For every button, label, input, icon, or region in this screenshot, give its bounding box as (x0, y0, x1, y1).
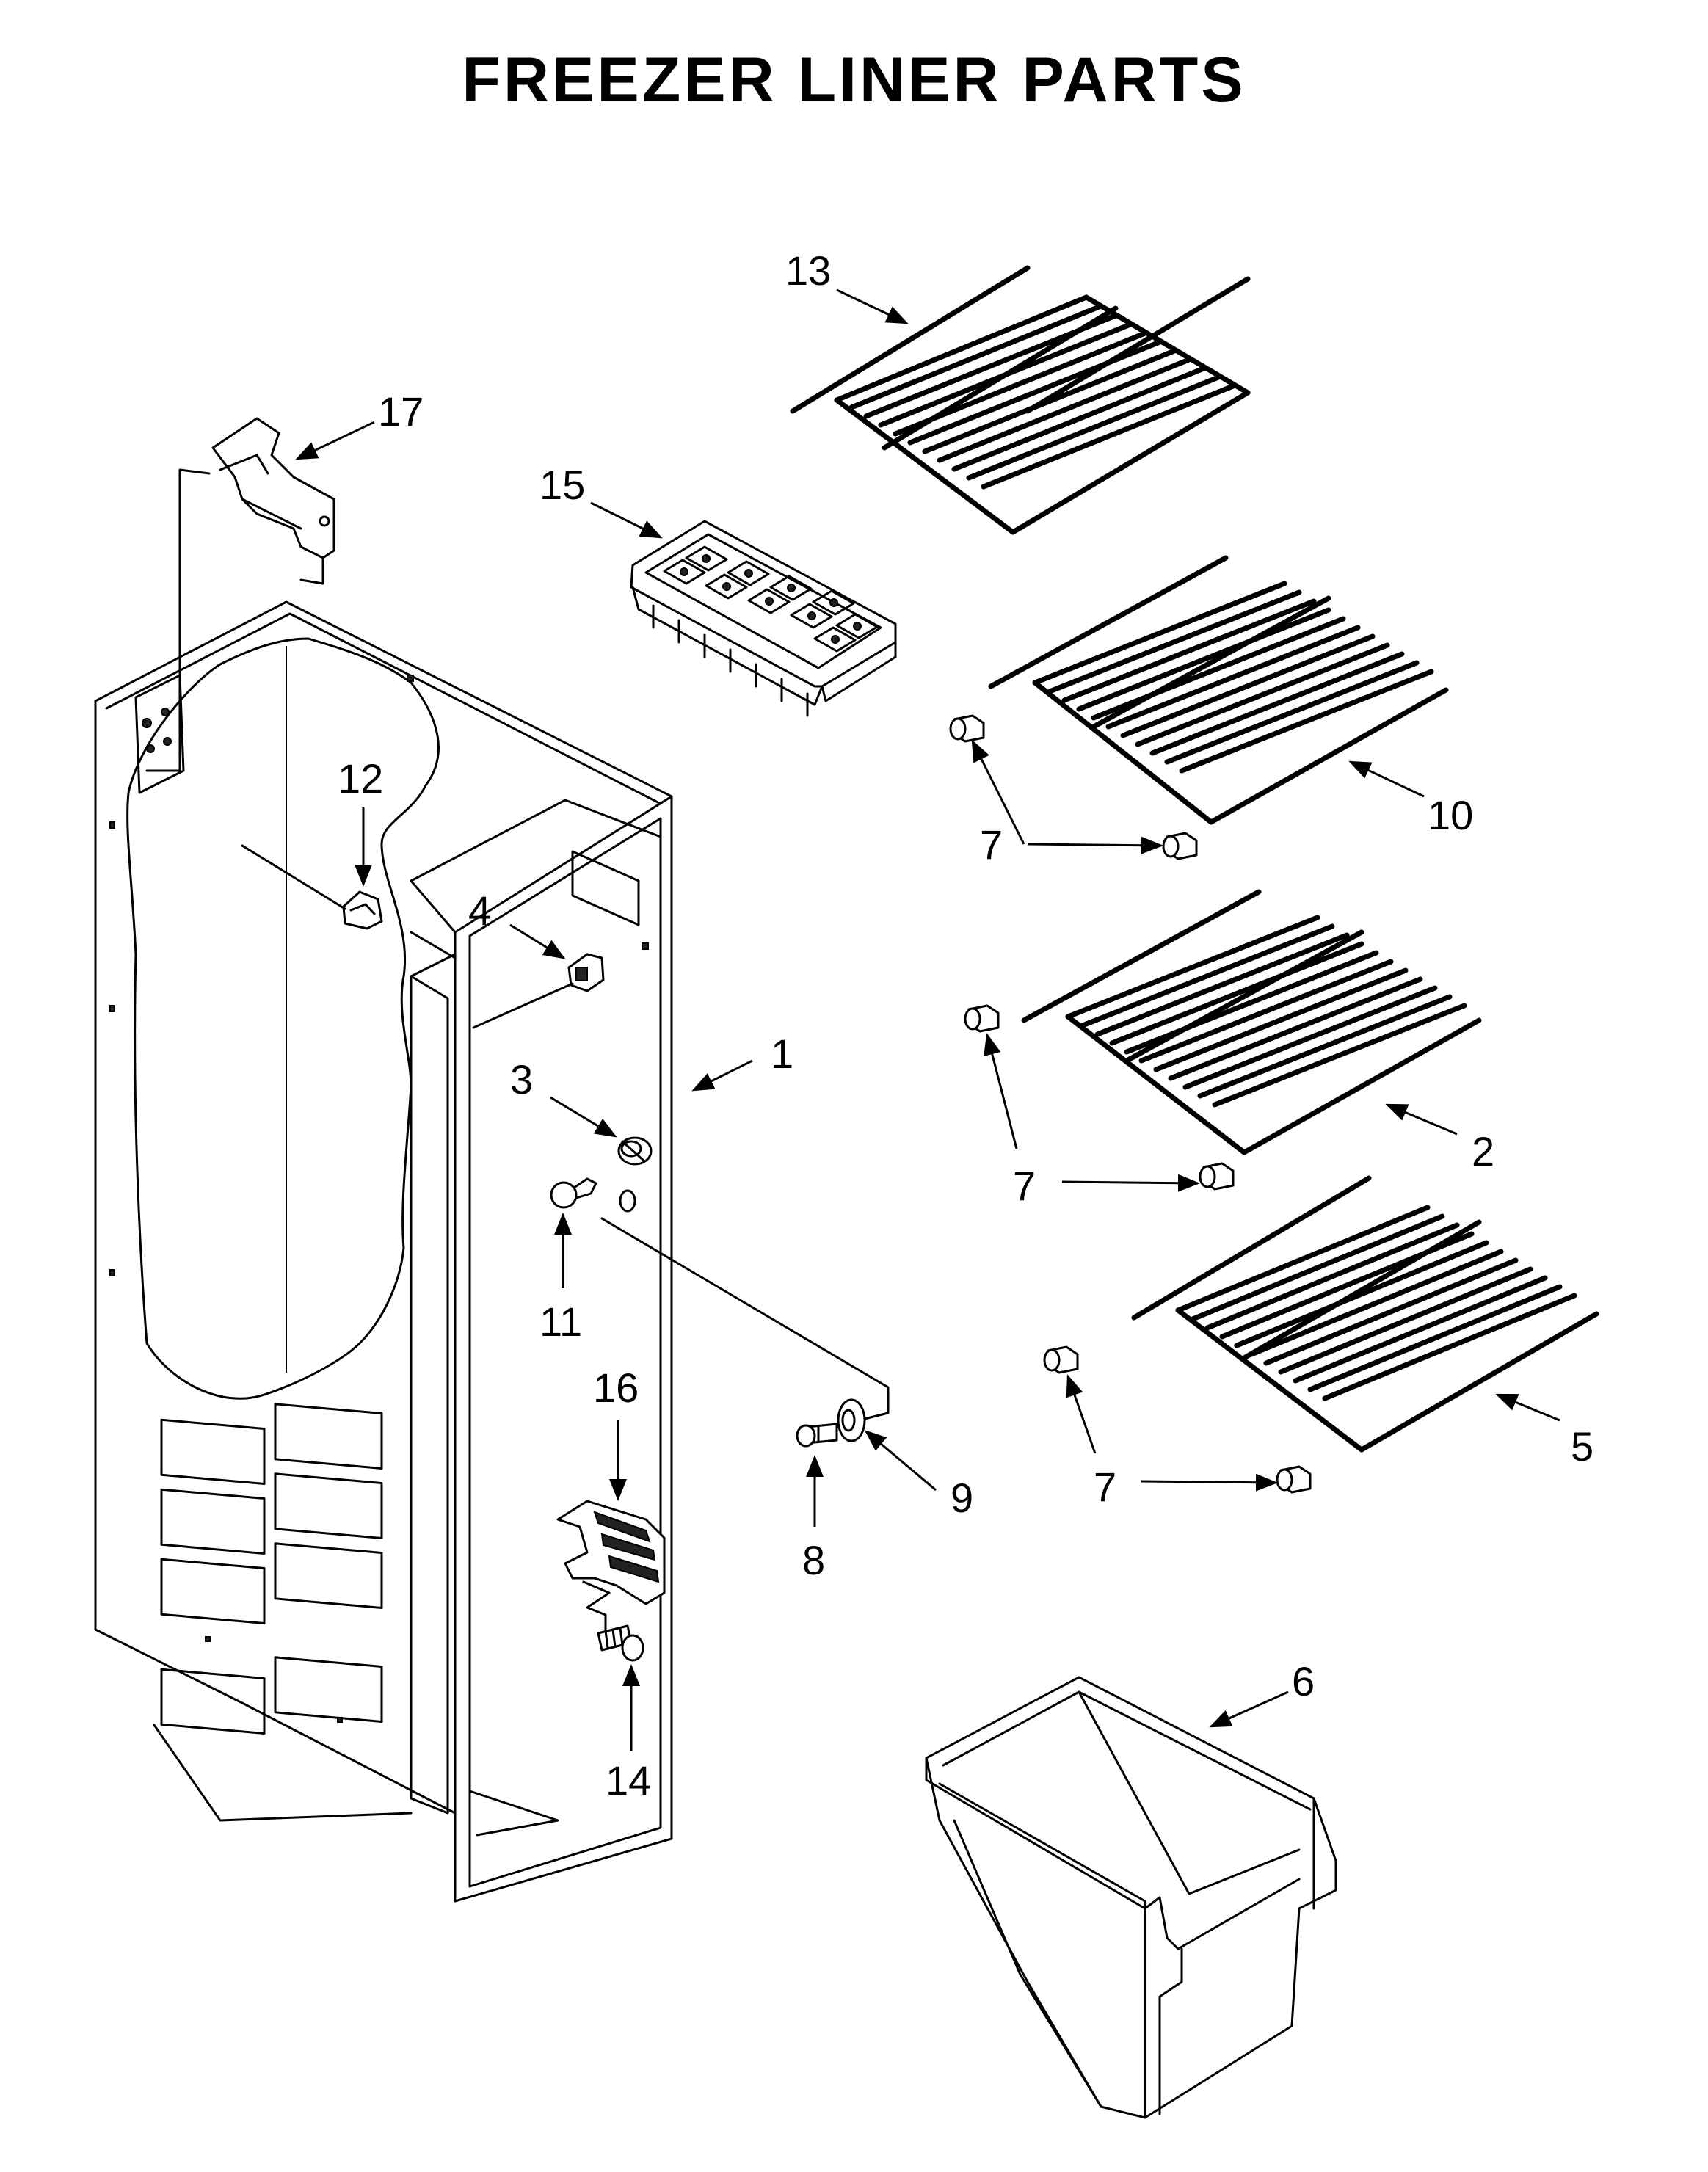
callout-10: 10 (1428, 792, 1473, 838)
callout-14: 14 (606, 1757, 651, 1804)
bin-6 (925, 1676, 1337, 2119)
shelf-5 (1131, 1175, 1599, 1453)
callout-11: 11 (539, 1299, 582, 1345)
callout-labels: 13 17 15 12 4 1 3 11 16 9 8 14 10 7 2 7 … (338, 247, 1593, 1804)
switch-4 (472, 953, 605, 1029)
shelf-13 (790, 265, 1251, 535)
callout-16: 16 (593, 1365, 639, 1411)
clip-12 (241, 844, 383, 930)
callout-5: 5 (1571, 1423, 1593, 1470)
callout-13: 13 (785, 247, 831, 294)
ice-tray-15 (630, 520, 897, 717)
leader-lines (295, 288, 1560, 1751)
callout-17: 17 (378, 388, 424, 435)
bulb-11 (550, 1177, 890, 1422)
callout-15: 15 (539, 462, 585, 508)
callout-12: 12 (338, 755, 383, 802)
light-socket-3 (617, 1136, 653, 1166)
callout-7b: 7 (1013, 1163, 1036, 1209)
diagram-title: FREEZER LINER PARTS (462, 45, 1246, 115)
screw-8 (796, 1423, 838, 1448)
callout-9: 9 (951, 1475, 973, 1521)
callout-7a: 7 (980, 821, 1003, 868)
screw-14 (597, 1624, 644, 1662)
callout-2: 2 (1472, 1128, 1494, 1174)
callout-6: 6 (1292, 1658, 1315, 1704)
callout-4: 4 (468, 887, 491, 934)
callout-1: 1 (771, 1031, 793, 1077)
freezer-liner (94, 600, 673, 1903)
bracket-17 (145, 417, 335, 772)
shelf-support-7 (949, 714, 1312, 1494)
shelf-10 (988, 555, 1449, 825)
cover-16 (556, 1500, 666, 1635)
callout-7c: 7 (1094, 1464, 1116, 1510)
callout-8: 8 (802, 1537, 825, 1583)
grommet-9 (837, 1398, 866, 1442)
callout-3: 3 (510, 1056, 533, 1103)
shelf-2 (1021, 889, 1482, 1155)
